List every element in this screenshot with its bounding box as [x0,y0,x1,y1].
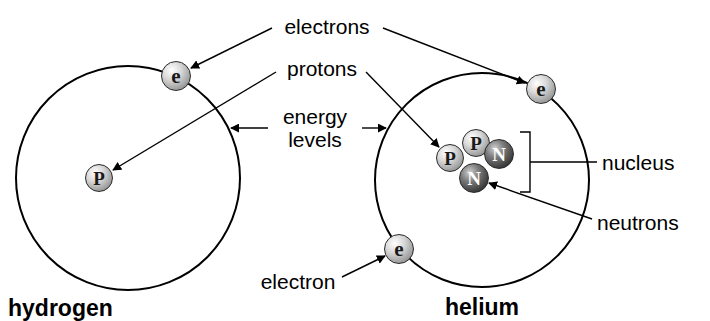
leader-line [342,256,385,277]
element-name: helium [445,295,519,319]
particle-letter: P [444,149,456,168]
leader-line [366,72,439,147]
nucleus-bracket [520,132,597,192]
particle-letter: N [492,145,506,164]
neutron-sphere: N [484,139,514,169]
electron-sphere: e [161,61,191,91]
electron-sphere: e [526,74,556,104]
neutron-sphere: N [459,163,489,193]
leader-line [489,183,592,219]
proton-sphere: P [85,164,113,192]
particle-letter: P [93,169,105,188]
part-label: protons [287,57,357,80]
part-label: neutrons [597,211,679,234]
proton-sphere: P [436,144,464,172]
leader-line [383,28,525,83]
leader-line [231,127,268,128]
particle-letter: N [467,169,481,188]
part-label: energy levels [273,105,357,151]
part-label: electron [261,270,336,293]
leader-line [362,127,386,128]
element-name: hydrogen [8,296,113,320]
electron-sphere: e [384,234,414,264]
part-label: nucleus [602,151,674,174]
particle-letter: e [171,66,180,87]
atom-outline: heliumePPNNe [374,72,590,288]
part-label: electrons [284,15,369,38]
leader-line [113,72,276,170]
atom-outline: hydrogeneP [15,65,241,291]
leader-line [191,28,272,68]
particle-letter: P [470,134,482,153]
particle-letter: e [394,239,403,260]
particle-letter: e [536,79,545,100]
